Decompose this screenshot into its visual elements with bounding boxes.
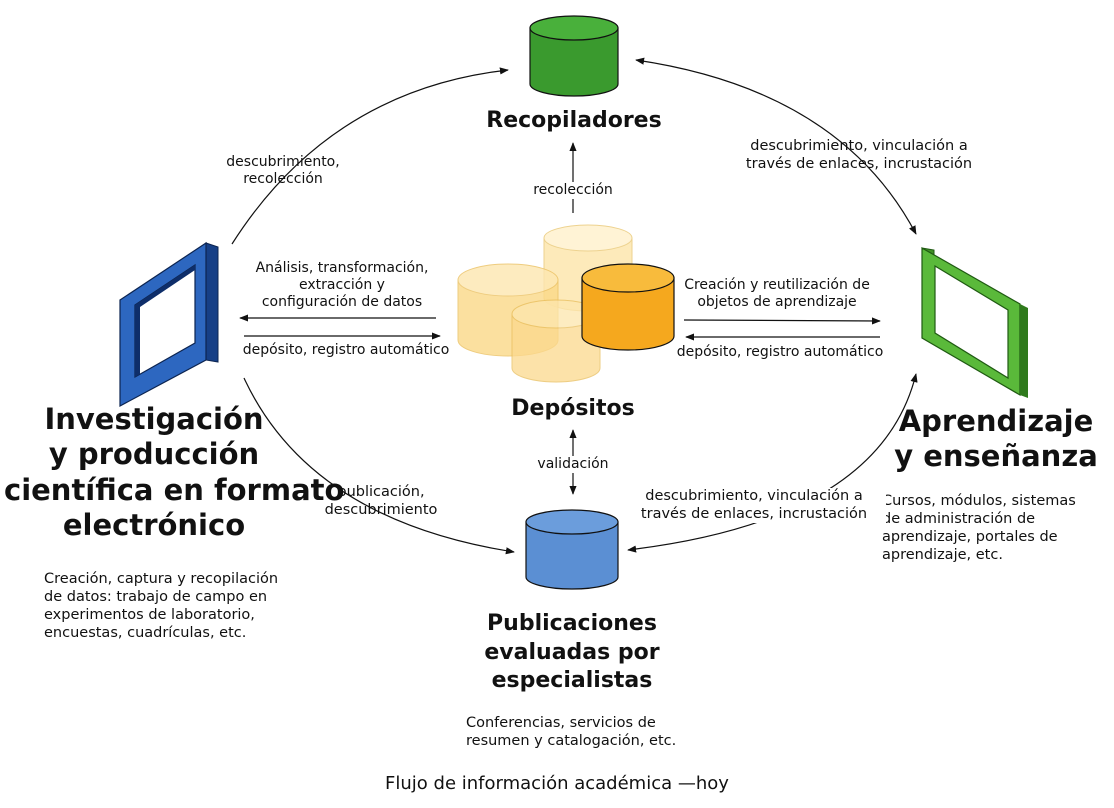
aprendizaje-label-line: Aprendizaje xyxy=(898,404,1094,438)
edge-label-line: descubrimiento xyxy=(324,501,438,518)
edge-label-recopiladores-aprendizaje: descubrimiento, vinculación a través de … xyxy=(714,138,1004,173)
publicaciones-desc-line: resumen y catalogación, etc. xyxy=(466,733,677,750)
edge-label-depositos-recopiladores: recolección xyxy=(523,182,623,200)
edge-label-line: descubrimiento, vinculación a xyxy=(750,138,968,154)
edge-label-aprendizaje-depositos: depósito, registro automático xyxy=(670,344,890,361)
publicaciones-description: Conferencias, servicios de resumen y cat… xyxy=(466,714,706,750)
depositos-cylinders-icon xyxy=(457,224,675,383)
edge-label-line: recolección xyxy=(533,182,613,198)
edge-label-line: Análisis, transformación, xyxy=(255,260,429,276)
arrow-investigacion-to-publicaciones xyxy=(243,377,515,555)
edge-label-line: través de enlaces, incrustación xyxy=(745,155,973,172)
publicaciones-label-line: Publicaciones xyxy=(487,611,657,636)
publicaciones-cylinder-icon xyxy=(525,509,619,590)
depositos-label: Depósitos xyxy=(511,396,635,421)
edge-label-line: publicación, xyxy=(337,484,425,500)
edge-label-investigacion-recopiladores: descubrimiento, recolección xyxy=(208,154,358,188)
edge-label-line: configuración de datos xyxy=(261,294,423,311)
aprendizaje-frame-icon xyxy=(921,246,1028,398)
investigacion-desc-line: de datos: trabajo de campo en xyxy=(44,589,268,606)
aprendizaje-desc-line: de administración de xyxy=(882,511,1036,528)
edge-label-line: través de enlaces, incrustación xyxy=(640,505,868,522)
edge-label-line: objetos de aprendizaje xyxy=(697,294,857,311)
edge-label-investigacion-depositos: depósito, registro automático xyxy=(236,342,456,359)
publicaciones-label-line: evaluadas por xyxy=(484,639,660,665)
investigacion-desc-line: experimentos de laboratorio, xyxy=(44,607,255,624)
investigacion-label-line: electrónico xyxy=(62,508,246,543)
investigacion-desc-line: Creación, captura y recopilación xyxy=(44,571,279,587)
investigacion-label-line: científica en formato xyxy=(4,472,345,507)
publicaciones-label-line: especialistas xyxy=(491,668,653,694)
arrow-recopiladores-aprendizaje xyxy=(635,57,917,235)
aprendizaje-desc-line: Cursos, módulos, sistemas xyxy=(882,493,1076,509)
diagram-caption: Flujo de información académica —hoy xyxy=(385,773,729,794)
recopiladores-label: Recopiladores xyxy=(486,108,662,133)
edge-label-depositos-publicaciones: validación xyxy=(525,456,621,474)
investigacion-description: Creación, captura y recopilación de dato… xyxy=(44,570,314,643)
aprendizaje-description: Cursos, módulos, sistemas de administrac… xyxy=(882,492,1110,565)
aprendizaje-label-line: y enseñanza xyxy=(894,439,1098,474)
publicaciones-label: Publicaciones evaluadas por especialista… xyxy=(440,610,704,696)
aprendizaje-desc-line: aprendizaje, portales de xyxy=(882,529,1058,546)
edge-label-line: depósito, registro automático xyxy=(242,342,450,358)
edge-label-line: Creación y reutilización de xyxy=(684,277,870,293)
investigacion-label-line: Investigación xyxy=(44,402,264,436)
edge-label-depositos-aprendizaje: Creación y reutilización de objetos de a… xyxy=(672,277,882,311)
edge-label-line: depósito, registro automático xyxy=(676,344,884,360)
investigacion-label-line: y producción xyxy=(48,437,260,472)
edge-label-line: recolección xyxy=(243,171,323,188)
edge-label-line: descubrimiento, vinculación a xyxy=(645,488,863,504)
edge-label-line: extracción y xyxy=(299,277,385,294)
investigacion-frame-icon xyxy=(119,241,219,408)
edge-label-investigacion-publicaciones: publicación, descubrimiento xyxy=(306,484,456,519)
edge-label-line: descubrimiento, xyxy=(226,154,340,170)
edge-label-line: validación xyxy=(537,456,609,472)
arrow-depositos-to-aprendizaje xyxy=(683,317,881,325)
publicaciones-desc-line: Conferencias, servicios de xyxy=(466,715,656,731)
investigacion-label: Investigación y producción científica en… xyxy=(4,402,345,544)
aprendizaje-desc-line: aprendizaje, etc. xyxy=(882,547,1003,564)
edge-label-depositos-investigacion: Análisis, transformación, extracción y c… xyxy=(244,260,440,311)
recopiladores-cylinder-icon xyxy=(529,15,619,97)
investigacion-desc-line: encuestas, cuadrículas, etc. xyxy=(44,625,247,642)
arrow-investigacion-to-recopiladores xyxy=(231,67,509,245)
aprendizaje-label: Aprendizaje y enseñanza xyxy=(886,404,1106,475)
edge-label-publicaciones-aprendizaje: descubrimiento, vinculación a través de … xyxy=(622,488,886,524)
